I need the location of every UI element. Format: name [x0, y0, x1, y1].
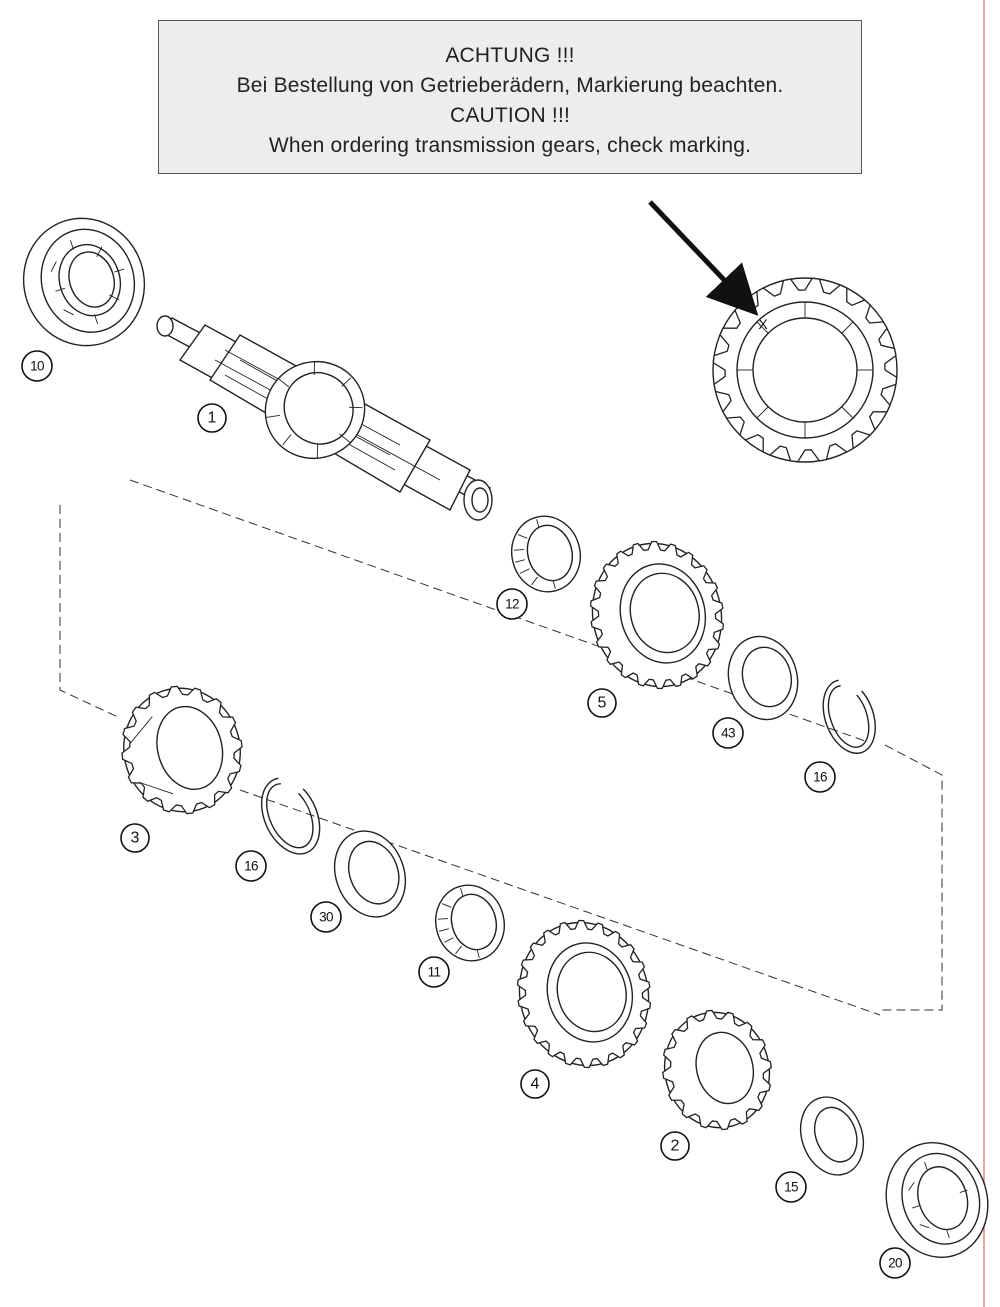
callout-16-lower: 16	[235, 850, 267, 882]
callout-4: 4	[520, 1069, 550, 1099]
splined-washer-43	[727, 635, 799, 721]
callout-20: 20	[879, 1247, 911, 1279]
svg-text:30: 30	[319, 910, 333, 925]
gear-5	[589, 540, 725, 690]
marking-x-symbol: X	[758, 316, 768, 332]
marking-detail-gear: X	[712, 277, 898, 463]
gear-4	[516, 919, 652, 1069]
page-edge-line	[983, 0, 985, 1307]
svg-text:15: 15	[784, 1180, 798, 1195]
notice-warning-en: CAUTION !!!	[449, 104, 571, 127]
gear2-teeth-outline	[662, 1009, 772, 1131]
marking-arrow	[648, 200, 759, 316]
callout-10: 10	[21, 350, 53, 382]
callout-12: 12	[496, 588, 528, 620]
callout-2: 2	[660, 1131, 690, 1161]
notice-instruction-de: Bei Bestellung von Getrieberädern, Marki…	[236, 74, 784, 97]
transmission-main-shaft	[156, 315, 493, 521]
needle-bearing-lower	[435, 884, 505, 962]
svg-text:11: 11	[428, 965, 441, 980]
svg-text:20: 20	[888, 1256, 902, 1271]
svg-text:2: 2	[671, 1138, 680, 1155]
needle-bearing-upper	[511, 515, 581, 593]
circlip-upper	[822, 679, 876, 754]
callout-16-upper: 16	[804, 761, 836, 793]
svg-text:4: 4	[531, 1076, 540, 1093]
notice-instruction-en: When ordering transmission gears, check …	[268, 134, 752, 157]
svg-text:5: 5	[598, 695, 607, 712]
thrust-washer-15	[799, 1096, 865, 1176]
svg-text:16: 16	[244, 859, 258, 874]
notice-warning-de: ACHTUNG !!!	[445, 44, 575, 67]
callout-1: 1	[197, 403, 227, 433]
svg-text:10: 10	[30, 359, 44, 374]
caution-notice-box: ACHTUNG !!! Bei Bestellung von Getrieber…	[158, 20, 862, 174]
callout-43: 43	[712, 717, 744, 749]
gear4-teeth-outline	[516, 919, 652, 1069]
gear-cluster-3	[121, 685, 243, 815]
ball-bearing-bottom	[885, 1142, 989, 1258]
callout-30: 30	[310, 901, 342, 933]
gear5-teeth-outline	[589, 540, 725, 690]
svg-text:3: 3	[131, 830, 140, 847]
gear3-teeth-outline	[121, 685, 243, 815]
callout-11: 11	[418, 956, 450, 988]
ball-bearing-top	[22, 217, 146, 347]
callout-15: 15	[775, 1171, 807, 1203]
callout-5: 5	[587, 688, 617, 718]
svg-text:1: 1	[208, 410, 217, 427]
gear-2	[662, 1009, 772, 1131]
svg-text:43: 43	[721, 726, 735, 741]
svg-text:16: 16	[813, 770, 827, 785]
callout-3: 3	[120, 823, 150, 853]
splined-washer-30	[333, 830, 407, 918]
svg-text:12: 12	[505, 597, 519, 612]
circlip-lower	[260, 777, 321, 855]
